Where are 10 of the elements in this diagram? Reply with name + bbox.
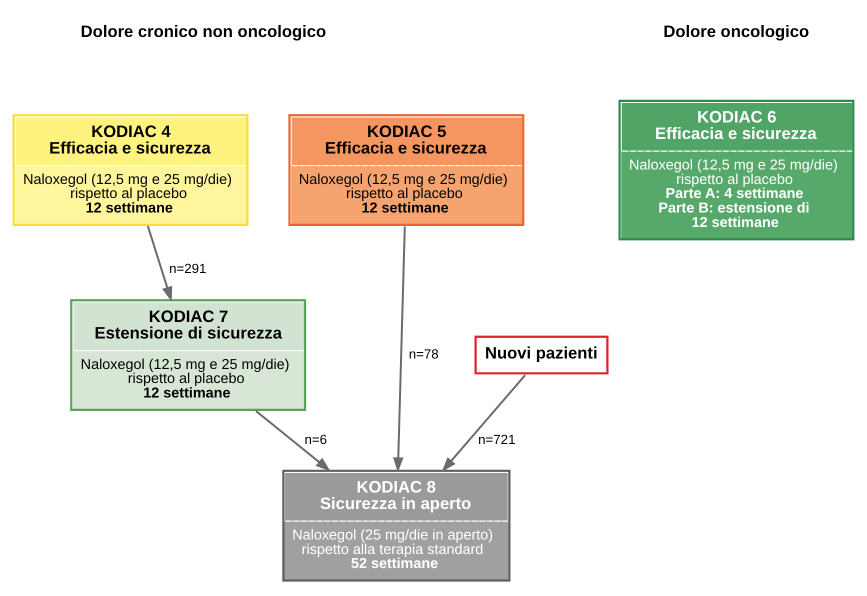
- edge-label: n=721: [478, 432, 516, 447]
- edge-label: n=291: [169, 261, 206, 276]
- arrow: [146, 226, 172, 302]
- arrow: [255, 410, 331, 472]
- arrow: [442, 374, 526, 472]
- edge-label: n=6: [304, 432, 327, 447]
- edge-label: n=78: [408, 346, 439, 362]
- arrow: [393, 226, 406, 472]
- label: Dolore oncologico: [663, 22, 810, 42]
- label: Dolore cronico non oncologico: [80, 22, 326, 42]
